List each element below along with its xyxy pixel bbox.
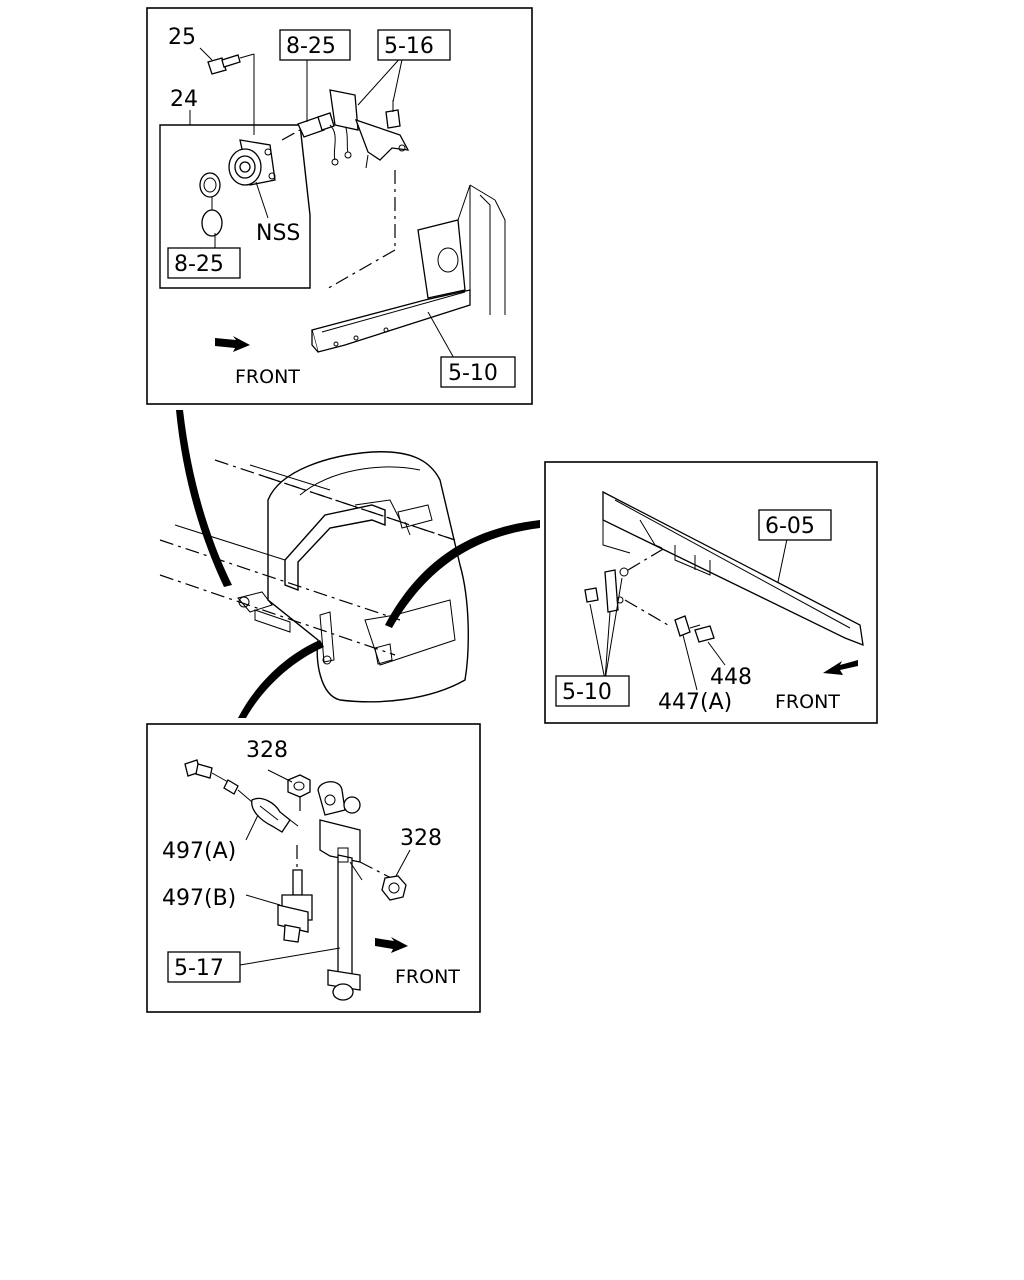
ref-label-5-10-right: 5-10 — [562, 680, 612, 705]
frame-rail — [311, 184, 506, 353]
frame-rail-6-05 — [602, 490, 864, 647]
ref-box-5-10-top — [440, 356, 516, 388]
switch-497b — [277, 869, 313, 943]
ref-label-5-10-top: 5-10 — [448, 361, 498, 386]
callout-328-right: 328 — [400, 826, 442, 851]
ref-label-8-25-top: 8-25 — [286, 34, 336, 59]
callout-497b: 497(B) — [162, 886, 236, 911]
bracket-5-16 — [329, 89, 410, 169]
clip-447a — [674, 615, 691, 637]
sensor-assembly — [228, 139, 276, 186]
ref-box-5-10-right — [555, 675, 630, 707]
labels: 25 24 8-25 5-16 NSS 8-25 5-10 FRONT 6-05… — [162, 25, 840, 988]
callout-24: 24 — [170, 87, 198, 112]
front-label-bottom: FRONT — [395, 966, 460, 988]
bracket-5-10 — [584, 547, 669, 626]
callout-448: 448 — [710, 665, 752, 690]
front-label-top: FRONT — [235, 366, 300, 388]
front-label-right: FRONT — [775, 691, 840, 713]
callout-25: 25 — [168, 25, 196, 50]
front-arrow-icon — [823, 660, 858, 675]
front-arrow-icon — [375, 937, 408, 953]
panel-right-detail — [544, 461, 878, 724]
leader-curve-bottom — [238, 640, 324, 718]
bolt-448 — [689, 624, 715, 643]
ref-label-5-17: 5-17 — [174, 956, 224, 981]
ref-box-6-05 — [758, 509, 832, 541]
ref-box-8-25-bottom — [167, 247, 241, 279]
callout-497a: 497(A) — [162, 839, 236, 864]
ref-label-5-16: 5-16 — [384, 34, 434, 59]
front-arrow-icon — [215, 336, 250, 352]
nut-328-right — [381, 875, 407, 901]
cab-overview — [159, 410, 540, 718]
callout-447a: 447(A) — [658, 690, 732, 715]
callout-328-top: 328 — [246, 738, 288, 763]
sensor-cable — [184, 759, 299, 833]
leader-curve-top — [176, 410, 232, 587]
ref-label-8-25-bottom: 8-25 — [174, 252, 224, 277]
nut-328-top — [287, 774, 311, 798]
ref-box-8-25-top — [279, 29, 351, 61]
ref-label-6-05: 6-05 — [765, 514, 815, 539]
panel-bottom-detail — [146, 723, 481, 1013]
ref-box-5-16 — [377, 29, 451, 61]
ref-box-5-17 — [167, 951, 241, 983]
panel-top-detail — [146, 7, 533, 405]
bolt-icon — [207, 53, 255, 75]
cap-and-ring — [199, 172, 223, 237]
pedal-arm-5-17 — [317, 781, 363, 1001]
callout-nss: NSS — [256, 221, 300, 246]
